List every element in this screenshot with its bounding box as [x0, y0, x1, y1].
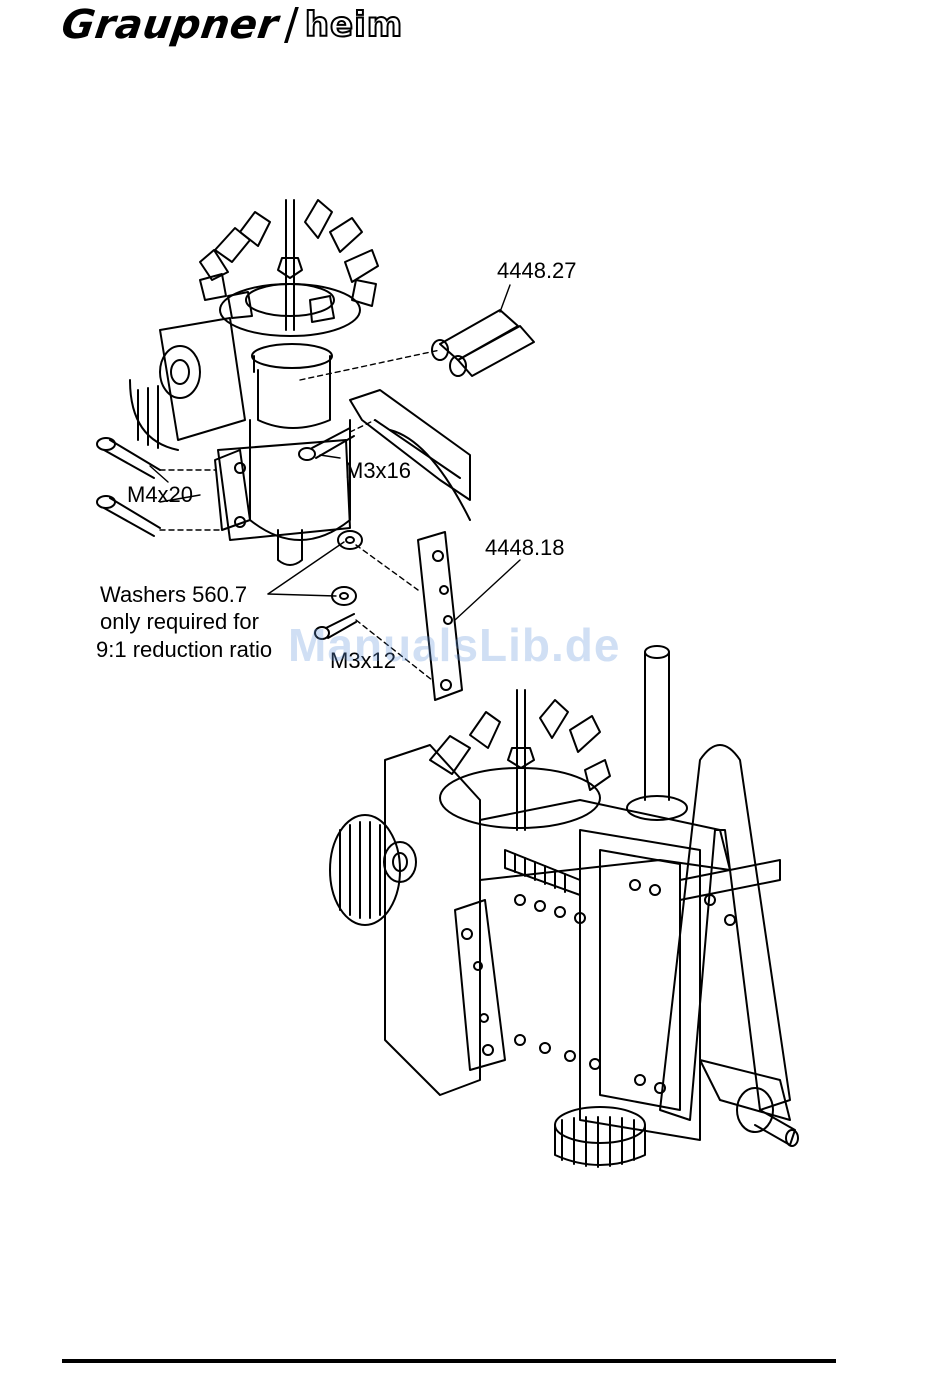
- screw-m4x20-top: [97, 438, 160, 478]
- callout-washers-line-2: only required for: [100, 609, 259, 635]
- frame-plate-upper: [350, 390, 470, 520]
- watermark: ManualsLib.de: [288, 618, 620, 672]
- coupling-4448-27: [432, 310, 534, 376]
- callout-m4x20: M4x20: [127, 482, 193, 508]
- footer-rule: [62, 1359, 836, 1363]
- motor-fan-assembly: [130, 200, 378, 565]
- callout-washers-line-1: Washers 560.7: [100, 582, 247, 608]
- callout-4448-18: 4448.18: [485, 535, 565, 561]
- gearbox-assembly: [330, 646, 798, 1167]
- callout-4448-27: 4448.27: [497, 258, 577, 284]
- bracket-4448-18: [418, 532, 462, 700]
- leader-lines: [150, 285, 520, 620]
- callout-washers-line-3: 9:1 reduction ratio: [96, 637, 272, 663]
- callout-m3x16: M3x16: [345, 458, 411, 484]
- washers-560-7: [332, 531, 362, 605]
